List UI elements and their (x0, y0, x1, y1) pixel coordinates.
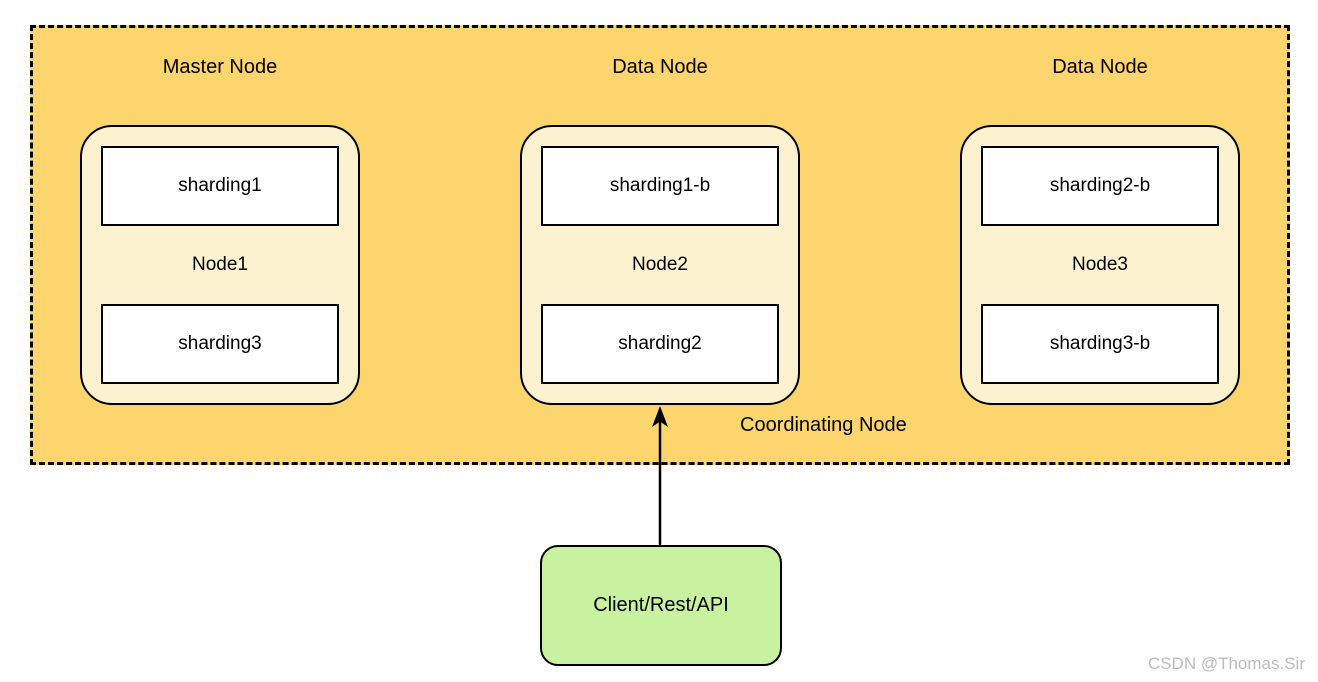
shard-box: sharding3-b (981, 304, 1219, 384)
node-card-node2: sharding1-b Node2 sharding2 (520, 125, 800, 405)
shard-box: sharding1 (101, 146, 339, 226)
node-card-node3: sharding2-b Node3 sharding3-b (960, 125, 1240, 405)
role-label-data-node-1: Data Node (612, 56, 708, 78)
arrow-client-to-node2 (652, 406, 668, 546)
shard-box: sharding3 (101, 304, 339, 384)
watermark: CSDN @Thomas.Sir (1147, 654, 1305, 673)
role-label-master-node: Master Node (162, 56, 278, 78)
shard-box: sharding1-b (541, 146, 779, 226)
node-name-label: Node1 (192, 254, 248, 275)
role-label-data-node-2: Data Node (1052, 56, 1148, 78)
node-card-node1: sharding1 Node1 sharding3 (80, 125, 360, 405)
client-rest-api-box: Client/Rest/API (540, 545, 782, 666)
coordinating-node-label: Coordinating Node (740, 414, 907, 436)
arrowhead-up-icon (652, 406, 668, 427)
shard-box: sharding2 (541, 304, 779, 384)
node-name-label: Node2 (632, 254, 688, 275)
node-name-label: Node3 (1072, 254, 1128, 275)
shard-box: sharding2-b (981, 146, 1219, 226)
